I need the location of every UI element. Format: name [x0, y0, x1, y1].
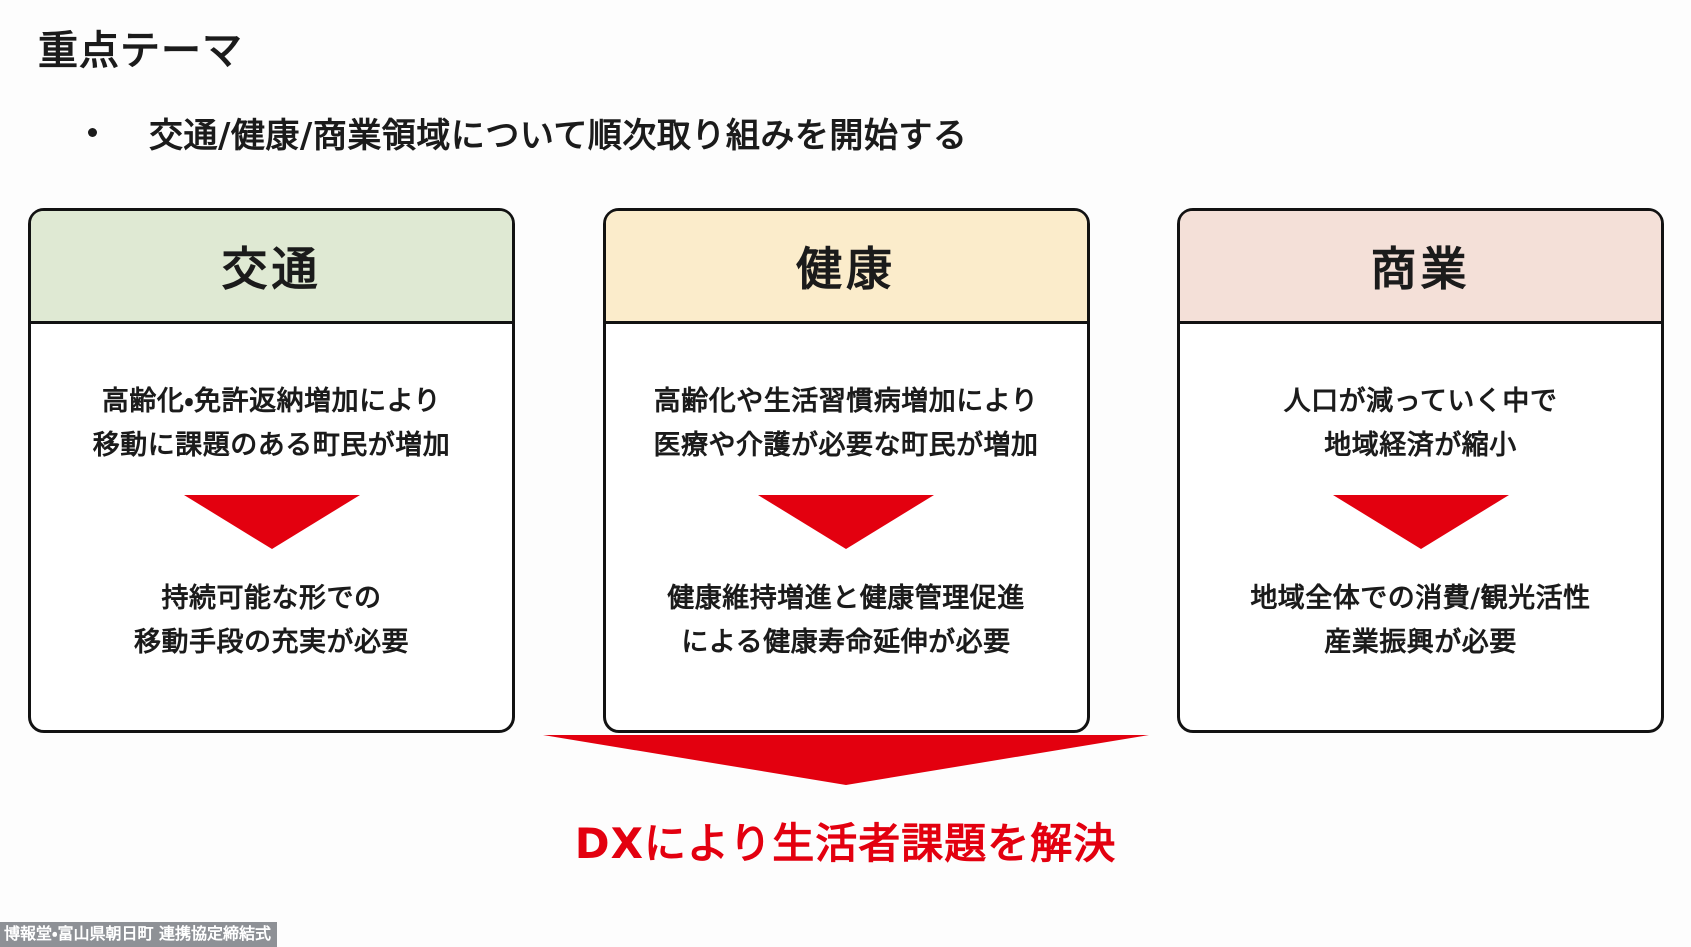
card-problem-text: 人口が減っていく中で 地域経済が縮小 — [1284, 380, 1558, 467]
card-solution-line-2: による健康寿命延伸が必要 — [681, 627, 1011, 659]
card-header-label: 交通 — [221, 242, 322, 296]
summary-arrow-wrap — [0, 735, 1691, 785]
card-header-health: 健康 — [605, 211, 1087, 324]
card-solution-line-2: 産業振興が必要 — [1324, 627, 1517, 659]
down-arrow-icon — [1332, 495, 1509, 550]
card-solution-line-1: 持続可能な形での — [161, 583, 382, 615]
card-problem-line-2: 移動に課題のある町民が増加 — [92, 429, 451, 461]
down-arrow-icon — [183, 495, 360, 550]
video-caption-overlay: 博報堂・富山県朝日町 連携協定締結式 — [0, 921, 278, 947]
card-solution-line-1: 地域全体での消費/観光活性 — [1250, 583, 1591, 615]
theme-card-transport[interactable]: 交通 高齢化・免許返納増加により 移動に課題のある町民が増加 持続可能な形での … — [28, 208, 515, 733]
card-problem-line-1: 人口が減っていく中で — [1283, 386, 1558, 417]
card-solution-line-1: 健康維持増進と健康管理促進 — [667, 583, 1025, 615]
card-solution-text: 持続可能な形での 移動手段の充実が必要 — [134, 577, 409, 664]
card-problem-text: 高齢化や生活習慣病増加により 医療や介護が必要な町民が増加 — [654, 380, 1039, 467]
down-arrow-icon — [758, 495, 934, 550]
card-solution-text: 健康維持増進と健康管理促進 による健康寿命延伸が必要 — [667, 577, 1025, 664]
bullet-dot-icon — [88, 128, 97, 137]
theme-card-commerce[interactable]: 商業 人口が減っていく中で 地域経済が縮小 地域全体での消費/観光活性 産業振興… — [1177, 208, 1664, 733]
card-header-commerce: 商業 — [1180, 211, 1661, 324]
card-solution-text: 地域全体での消費/観光活性 産業振興が必要 — [1250, 577, 1590, 664]
card-arrow-wrap — [758, 467, 934, 577]
theme-card-health[interactable]: 健康 高齢化や生活習慣病増加により 医療や介護が必要な町民が増加 健康維持増進と… — [602, 208, 1090, 733]
card-body-transport: 高齢化・免許返納増加により 移動に課題のある町民が増加 持続可能な形での 移動手… — [31, 324, 512, 730]
bullet-text: 交通/健康/商業領域について順次取り組みを開始する — [149, 116, 968, 156]
card-header-label: 健康 — [796, 242, 896, 296]
card-problem-line-2: 医療や介護が必要な町民が増加 — [653, 429, 1039, 461]
bullet-row: 交通/健康/商業領域について順次取り組みを開始する — [88, 108, 967, 157]
card-problem-text: 高齢化・免許返納増加により 移動に課題のある町民が増加 — [93, 380, 451, 467]
card-body-commerce: 人口が減っていく中で 地域経済が縮小 地域全体での消費/観光活性 産業振興が必要 — [1180, 324, 1661, 730]
card-header-transport: 交通 — [31, 211, 512, 324]
card-problem-line-1: 高齢化・免許返納増加により — [101, 386, 442, 417]
page-title: 重点テーマ — [38, 28, 243, 74]
big-down-arrow-icon — [542, 735, 1149, 785]
card-solution-line-2: 移動手段の充実が必要 — [134, 627, 409, 659]
card-problem-line-2: 地域経済が縮小 — [1324, 429, 1517, 461]
conclusion-text: DXにより生活者課題を解決 — [574, 819, 1117, 868]
card-arrow-wrap — [1332, 467, 1509, 577]
card-body-health: 高齢化や生活習慣病増加により 医療や介護が必要な町民が増加 健康維持増進と健康管… — [606, 324, 1087, 730]
theme-cards-row: 交通 高齢化・免許返納増加により 移動に課題のある町民が増加 持続可能な形での … — [28, 208, 1664, 733]
card-arrow-wrap — [183, 467, 360, 577]
card-header-label: 商業 — [1370, 242, 1471, 296]
card-problem-line-1: 高齢化や生活習慣病増加により — [653, 386, 1039, 417]
